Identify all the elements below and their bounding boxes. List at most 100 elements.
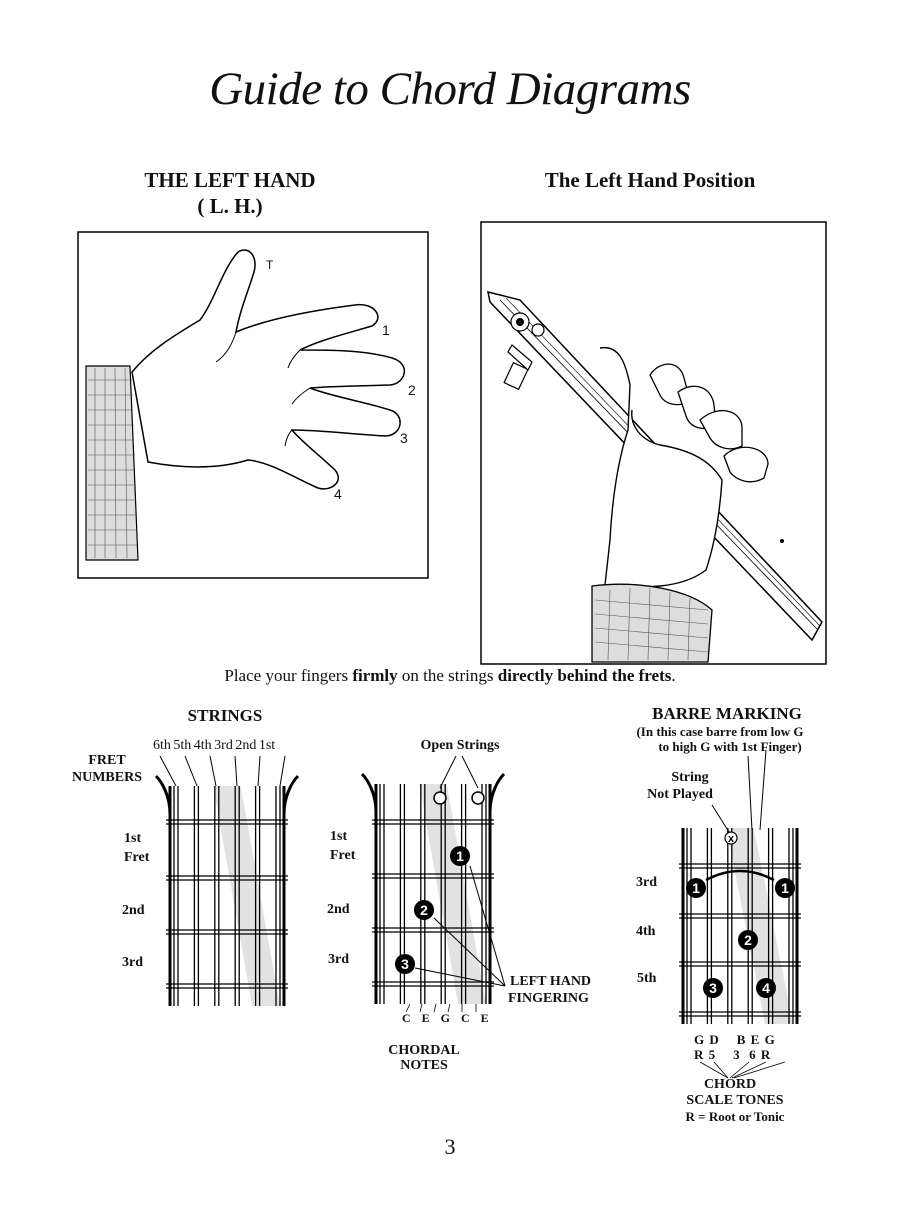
- barre-pointer: [759, 749, 767, 831]
- barre-finger-high-number: 1: [781, 880, 789, 896]
- finger-1-dot-number: 1: [456, 848, 464, 864]
- string-pointer: [209, 755, 217, 787]
- finger-3-dot: [395, 954, 415, 974]
- string-pointer: [234, 755, 238, 787]
- chord-scale-label-1: CHORD: [703, 1077, 757, 1092]
- barre-pointer: [747, 755, 753, 831]
- finger-4-dot-number: 4: [762, 980, 770, 996]
- fretboard-shading: [213, 786, 280, 1006]
- barre-heading: BARRE MARKING: [652, 704, 802, 723]
- strings-heading: STRINGS: [187, 706, 263, 725]
- finger-1-dot: [450, 846, 470, 866]
- note-tick: [447, 1003, 451, 1013]
- open-string-marker: [471, 791, 485, 805]
- finger-4-label: 4: [334, 486, 342, 502]
- finger-2-dot: [414, 900, 434, 920]
- chordal-notes-letters: C E G C E: [402, 1011, 493, 1025]
- nut-flare: [488, 772, 506, 813]
- string-pointer: [279, 755, 286, 787]
- finger-3-label: 3: [400, 430, 408, 446]
- d3-fret-4th: 4th: [636, 924, 656, 939]
- d2-fret-word: Fret: [330, 848, 356, 863]
- nut-flare: [154, 774, 172, 815]
- fingering-pointer: [433, 917, 506, 987]
- d1-fret-3rd: 3rd: [122, 955, 143, 970]
- barre-finger-low-number: 1: [692, 880, 700, 896]
- finger-3-dot: [703, 978, 723, 998]
- caption-bold-1: firmly: [352, 666, 398, 685]
- note-tick: [419, 1003, 423, 1013]
- finger-3-dot-number: 3: [709, 980, 717, 996]
- caption-part-3: .: [671, 666, 676, 685]
- instruction-caption: Place your fingers firmly on the strings…: [0, 666, 900, 686]
- finger-2-dot-number: 2: [744, 932, 752, 948]
- fretboard-shading: [419, 784, 486, 1004]
- tone-pointer: [713, 1061, 729, 1079]
- string-pointer: [159, 755, 177, 787]
- fret-numbers-label-1: FRET: [88, 753, 126, 768]
- hand-position-heading: The Left Hand Position: [544, 168, 756, 192]
- caption-part-2: on the strings: [397, 666, 498, 685]
- fingering-pointer: [414, 967, 506, 987]
- not-played-label-1: String: [671, 770, 709, 785]
- tone-pointer: [731, 1061, 767, 1079]
- nut-flare: [360, 772, 378, 813]
- string-labels: 6th 5th 4th 3rd 2nd 1st: [153, 738, 276, 753]
- fretboard-shading: [726, 828, 793, 1024]
- caption-bold-2: directly behind the frets: [497, 666, 672, 685]
- fingering-label-2: FINGERING: [508, 991, 589, 1006]
- page-number: 3: [444, 1134, 456, 1159]
- barre-finger-low: [686, 878, 706, 898]
- chord-scale-label-2: SCALE TONES: [686, 1093, 784, 1108]
- muted-x-mark: x: [728, 833, 735, 845]
- finger-2-dot: [738, 930, 758, 950]
- fingering-pointer: [469, 865, 506, 987]
- d1-fret-word: Fret: [124, 850, 150, 865]
- d2-fret-1st: 1st: [330, 829, 348, 844]
- note-tick: [433, 1003, 437, 1013]
- string-pointer: [184, 755, 198, 787]
- barre-arc: [705, 869, 775, 882]
- nut-flare: [282, 774, 300, 815]
- open-strings-label: Open Strings: [420, 738, 500, 753]
- d2-fret-3rd: 3rd: [328, 952, 349, 967]
- d1-fret-1st: 1st: [124, 831, 142, 846]
- chordal-notes-label-2: NOTES: [400, 1058, 448, 1073]
- note-tick: [405, 1003, 411, 1013]
- page-title: Guide to Chord Diagrams: [209, 63, 691, 115]
- finger-2-label: 2: [408, 382, 416, 398]
- fingering-label-1: LEFT HAND: [510, 974, 592, 989]
- thumb-label: T: [266, 258, 274, 272]
- finger-4-dot: [756, 978, 776, 998]
- not-played-pointer: [711, 804, 730, 833]
- tone-pointer: [733, 1061, 786, 1079]
- open-string-marker: [433, 791, 447, 805]
- finger-2-dot-number: 2: [420, 902, 428, 918]
- fret-numbers-label-2: NUMBERS: [71, 770, 142, 785]
- open-string-pointer: [439, 755, 457, 789]
- tone-pointer: [699, 1061, 729, 1079]
- barre-notes-row: G D B E G: [694, 1032, 776, 1047]
- left-hand-heading: THE LEFT HAND: [144, 168, 316, 192]
- not-played-label-2: Not Played: [647, 787, 713, 802]
- d3-fret-3rd: 3rd: [636, 875, 657, 890]
- barre-tones-row: R 5 3 6 R: [694, 1047, 772, 1062]
- d1-fret-2nd: 2nd: [122, 903, 145, 918]
- d3-fret-5th: 5th: [637, 971, 657, 986]
- open-string-pointer: [461, 755, 479, 789]
- tone-pointer: [729, 1061, 750, 1079]
- finger-3-dot-number: 3: [401, 956, 409, 972]
- barre-sub-1: (In this case barre from low G: [636, 724, 804, 739]
- string-pointer: [257, 755, 261, 787]
- muted-string-marker: [724, 831, 738, 845]
- left-hand-subheading: ( L. H.): [197, 194, 263, 218]
- d2-fret-2nd: 2nd: [327, 902, 350, 917]
- chord-scale-label-3: R = Root or Tonic: [685, 1109, 785, 1124]
- chordal-notes-label-1: CHORDAL: [388, 1043, 460, 1058]
- finger-1-label: 1: [382, 322, 390, 338]
